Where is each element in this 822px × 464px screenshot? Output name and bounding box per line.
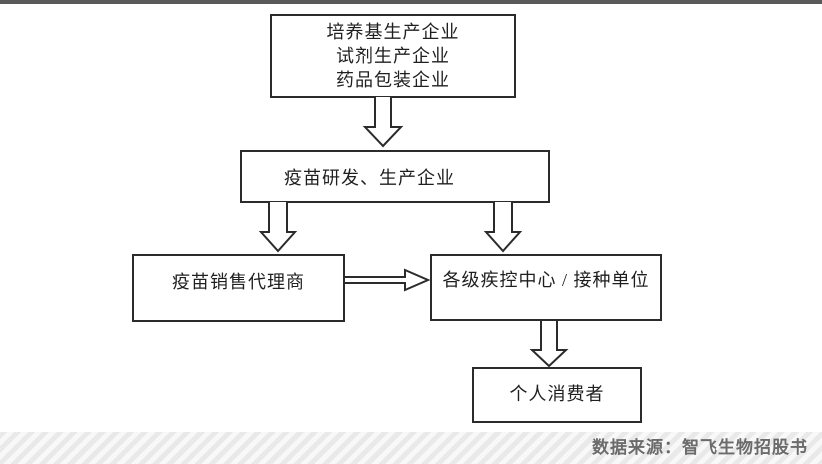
node-suppliers-line3: 药品包装企业: [336, 70, 450, 90]
node-suppliers: 培养基生产企业 试剂生产企业 药品包装企业: [270, 14, 516, 98]
node-manufacturer-label: 疫苗研发、生产企业: [284, 167, 455, 188]
node-suppliers-line1: 培养基生产企业: [326, 22, 460, 42]
node-cdc-label: 各级疾控中心 / 接种单位: [442, 270, 650, 290]
arrow-manufacturer-to-distributor-icon: [258, 202, 298, 253]
node-consumer-label: 个人消费者: [509, 384, 605, 404]
top-divider-bar: [0, 0, 822, 4]
arrow-distributor-to-cdc-icon: [345, 268, 431, 292]
data-source-caption: 数据来源：智飞生物招股书: [592, 438, 808, 457]
node-distributor-label: 疫苗销售代理商: [172, 272, 305, 292]
node-manufacturer: 疫苗研发、生产企业: [240, 150, 550, 203]
arrow-manufacturer-to-cdc-icon: [483, 202, 523, 253]
footer-band: 数据来源：智飞生物招股书: [0, 432, 822, 464]
node-cdc: 各级疾控中心 / 接种单位: [430, 254, 662, 321]
node-suppliers-line2: 试剂生产企业: [336, 46, 450, 66]
arrow-cdc-to-consumer-icon: [529, 321, 569, 368]
node-consumer: 个人消费者: [472, 367, 642, 423]
node-distributor: 疫苗销售代理商: [132, 254, 345, 322]
arrow-suppliers-to-manufacturer-icon: [362, 97, 404, 148]
